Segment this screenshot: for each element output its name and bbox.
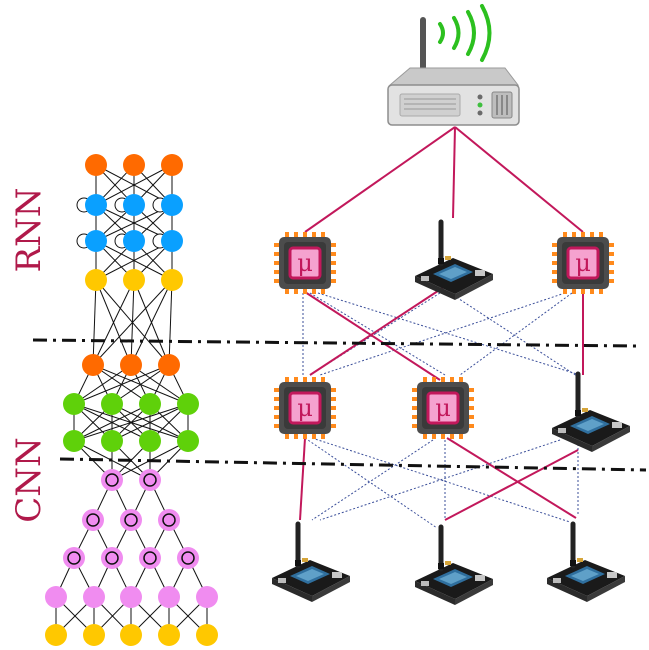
iot-board-icon [547,524,625,602]
microcontroller-chip-icon: μ [410,375,476,441]
nn-node [83,586,105,608]
nn-edge [95,164,173,206]
nn-node [101,430,123,452]
nn-node [85,269,107,291]
recurrent-node [114,194,145,216]
dotted-link [317,292,581,376]
cnn-label: CNN [9,437,49,523]
solid-links [299,126,584,521]
dotted-link [459,292,573,376]
nn-node [83,624,105,646]
dotted-link [449,292,581,379]
solid-link [309,284,448,376]
conv-node [82,509,104,531]
nn-edge [73,403,189,442]
nn-node [161,269,183,291]
nn-node [123,269,145,291]
conv-node [63,547,85,569]
router-link [304,126,456,233]
iot-board-icon [552,374,630,452]
microcontroller-chip-icon: μ [272,230,338,296]
iot-board-icon [415,527,493,605]
nn-node [45,624,67,646]
nn-node [123,154,145,176]
solid-link [299,437,306,521]
dotted-link [304,437,438,529]
nn-node [101,393,123,415]
nn-node [63,393,85,415]
split-line-upper [32,338,637,348]
nn-node [139,393,161,415]
dotted-link [311,439,434,521]
nn-edge [92,279,173,366]
mcu-glyph: μ [435,394,451,422]
iot-board-icon [415,222,493,300]
nn-edge [92,279,135,366]
mcu-glyph: μ [575,249,591,277]
nn-edge [92,279,97,366]
router-icon [387,4,520,126]
microcontroller-chip-icon: μ [272,375,338,441]
nn-node [82,354,104,376]
nn-node [161,154,183,176]
nn-node [85,154,107,176]
wifi-signal-icon [438,4,492,62]
nn-edge [73,364,170,405]
dotted-link [319,292,566,376]
solid-link [304,291,441,381]
nn-edge [73,364,132,405]
conv-node [177,547,199,569]
nn-node [177,430,199,452]
recurrent-node [152,230,183,252]
dotted-link [311,437,571,523]
conv-node [101,547,123,569]
nn-node [45,586,67,608]
nn-node [120,586,142,608]
router-link [454,126,584,233]
dotted-link [319,439,561,521]
mcu-glyph: μ [297,394,313,422]
nn-node [120,624,142,646]
nn-edge [111,440,189,481]
mcu-glyph: μ [297,249,313,277]
nn-edge [168,279,173,366]
nn-node [158,586,180,608]
iot-board-icon [272,524,350,602]
nn-node [158,354,180,376]
nn-node [63,430,85,452]
split-line-lower [59,457,647,472]
nn-node [139,430,161,452]
nn-node [177,393,199,415]
nn-node [158,624,180,646]
recurrent-node [152,194,183,216]
solid-link [444,449,579,521]
nn-node [196,624,218,646]
recurrent-node [76,230,107,252]
conv-node [120,509,142,531]
conv-node [139,547,161,569]
router-link [452,126,456,219]
recurrent-node [114,230,145,252]
nn-node [120,354,142,376]
split-lines [32,338,647,472]
nn-edge [73,403,151,442]
solid-link [446,437,577,519]
microcontroller-chip-icon: μ [550,230,616,296]
dotted-links [302,292,581,529]
nn-node [196,586,218,608]
conv-node [139,469,161,491]
nn-edge [130,279,173,366]
rnn-label: RNN [9,187,49,272]
nn-edge [111,364,170,405]
recurrent-node [76,194,107,216]
conv-node [158,509,180,531]
nn-edge [111,403,189,442]
conv-node [101,469,123,491]
